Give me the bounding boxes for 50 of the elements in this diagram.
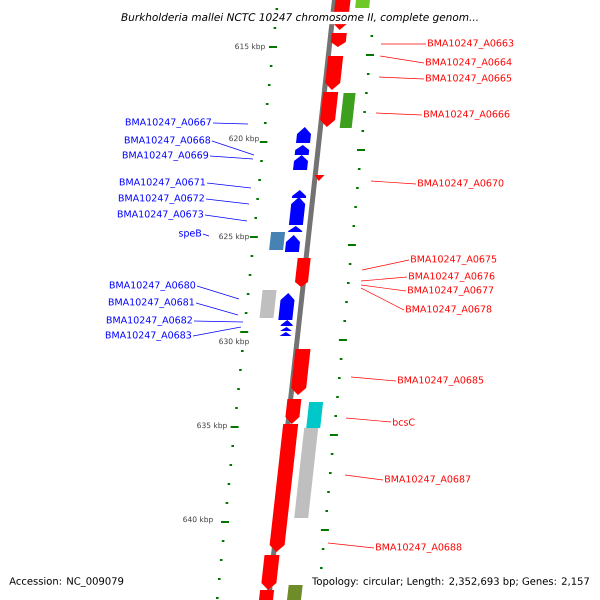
gene-label: BMA10247_A0688: [376, 543, 462, 553]
gene-label: BMA10247_A0669: [122, 151, 208, 161]
gene-label: BMA10247_A0680: [110, 281, 196, 291]
topology-text: Topology: circular; Length: 2,352,693 bp; Genes: 2,157: [310, 576, 591, 588]
gene-label: BMA10247_A0665: [426, 74, 512, 84]
leader-line: [204, 214, 248, 222]
gene-label: BMA10247_A0668: [124, 136, 210, 146]
leader-line: [328, 542, 374, 548]
gene-label: BMA10247_A0676: [409, 272, 494, 282]
leader-line: [370, 180, 416, 184]
gene-label: BMA10247_A0667: [126, 118, 211, 128]
gene-label: BMA10247_A0671: [120, 178, 205, 188]
leader-line: [192, 326, 242, 336]
accession-text: Accession: NC_009079: [9, 577, 124, 587]
gene-label: BMA10247_A0687: [385, 475, 470, 485]
gene-label: BMA10247_A0675: [411, 255, 496, 265]
leader-line: [196, 286, 240, 300]
leader-line: [376, 112, 422, 116]
gene-label: BMA10247_A0681: [108, 298, 194, 308]
leader-line: [212, 140, 254, 156]
leader-line: [206, 182, 252, 188]
gene-label: BMA10247_A0677: [408, 286, 494, 296]
gene-label: BMA10247_A0666: [424, 110, 510, 120]
leader-line: [344, 474, 384, 480]
gene-label: BMA10247_A0663: [428, 39, 514, 49]
gene-label: BMA10247_A0664: [426, 58, 512, 68]
leader-line: [202, 234, 210, 236]
leader-line: [206, 198, 250, 204]
gene-label: BMA10247_A0682: [106, 316, 192, 326]
gene-label: BMA10247_A0685: [398, 376, 484, 386]
gene-label: bcsC: [393, 418, 415, 426]
title: Burkholderia mallei NCTC 10247 chromosome II, complete genom...: [120, 12, 480, 24]
gene-label: BMA10247_A0683: [106, 331, 192, 341]
gene-label: BMA10247_A0678: [406, 305, 492, 315]
leader-line: [360, 284, 406, 292]
leader-line: [210, 156, 254, 160]
gene-label: BMA10247_A0672: [118, 194, 204, 204]
leader-line: [194, 320, 244, 322]
leader-line: [360, 276, 408, 282]
leader-line: [362, 260, 410, 270]
leader-line: [346, 418, 392, 422]
gene-label: speB: [178, 230, 202, 238]
leader-line: [360, 288, 404, 310]
leader-line: [380, 56, 424, 64]
leader-line: [378, 76, 424, 80]
leader-line: [196, 302, 238, 316]
leader-line: [212, 122, 248, 124]
gene-label: BMA10247_A0670: [418, 179, 504, 189]
gene-label: BMA10247_A0673: [118, 210, 204, 220]
leader-line: [350, 376, 396, 382]
